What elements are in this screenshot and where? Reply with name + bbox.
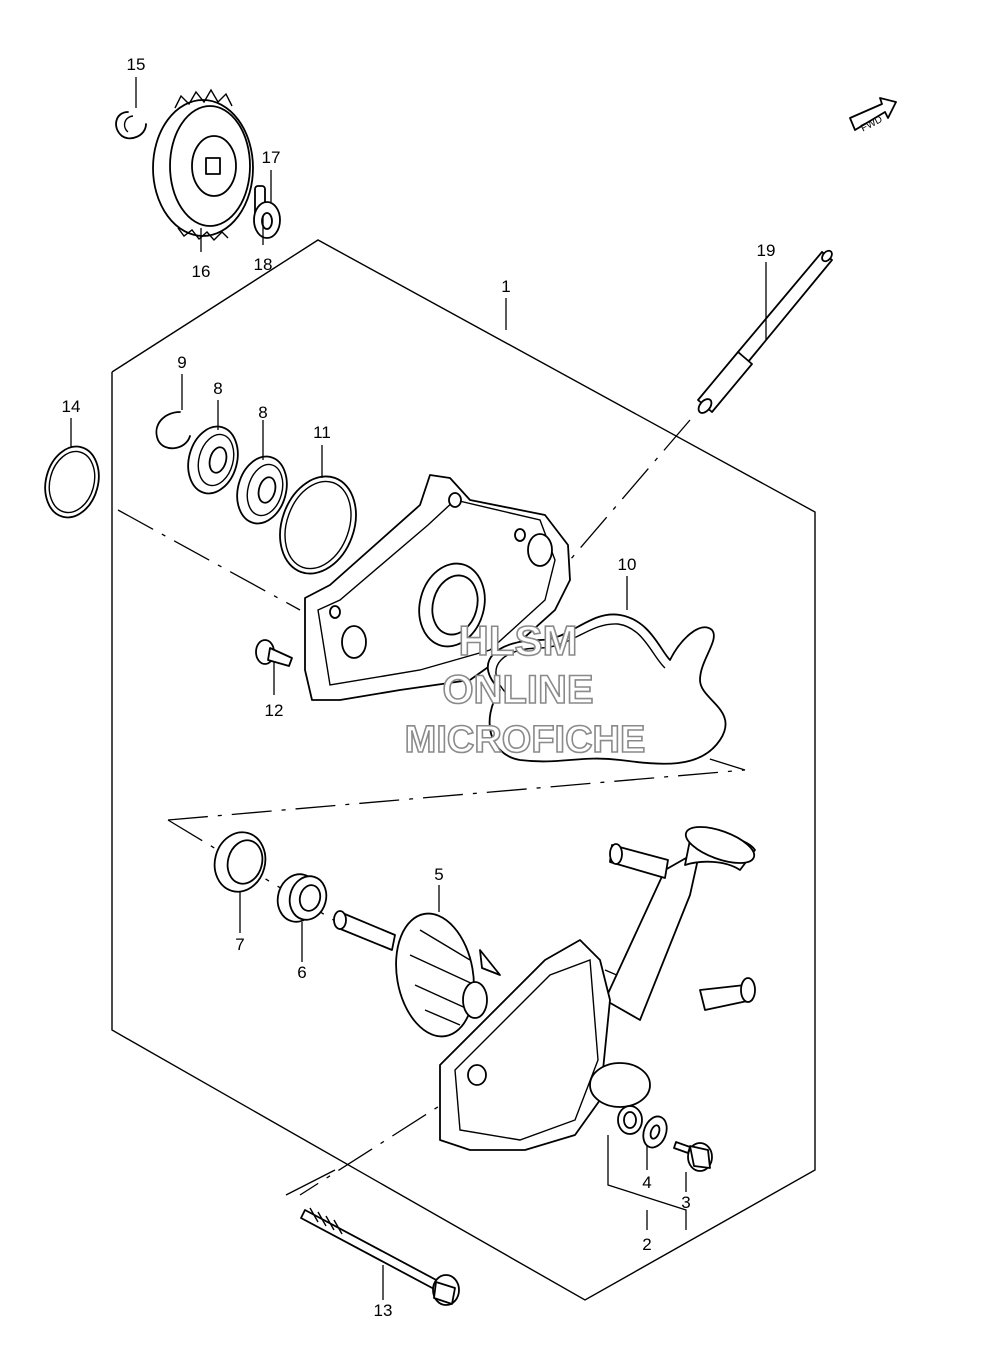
bearing-part-a [187, 425, 239, 495]
callout-14: 14 [62, 397, 81, 416]
watermark-line2: ONLINE [442, 668, 593, 712]
fwd-arrow-icon: FWD [849, 97, 897, 134]
oil-seal-part [213, 831, 267, 893]
callout-16: 16 [192, 262, 211, 281]
callout-5: 5 [434, 865, 443, 884]
callout-1: 1 [501, 277, 510, 296]
cover-bolt-part [255, 639, 293, 667]
watermark-line3: MICROFICHE [405, 719, 646, 761]
bearing-part-b [236, 455, 288, 525]
gasket-part [486, 613, 727, 765]
callout-18: 18 [254, 255, 273, 274]
o-ring-part [44, 445, 100, 519]
pump-cover-part [304, 474, 571, 701]
callout-17: 17 [262, 148, 281, 167]
callout-8b: 8 [258, 403, 267, 422]
pump-gear-part [152, 88, 254, 242]
watermark: HLSM ONLINE MICROFICHE [404, 616, 646, 762]
gasket-washer-part [642, 1115, 668, 1149]
o-ring-part-11 [279, 475, 357, 575]
callout-11: 11 [313, 423, 331, 442]
callout-6: 6 [297, 963, 306, 982]
impeller-part [333, 910, 501, 1038]
callout-19: 19 [757, 241, 776, 260]
callout-4: 4 [642, 1173, 651, 1192]
callout-7: 7 [235, 935, 244, 954]
callout-10: 10 [618, 555, 637, 574]
assembly-frame [111, 239, 816, 1301]
mechanical-seal-part [276, 873, 328, 923]
circlip-part [115, 111, 147, 140]
pump-body-part [439, 826, 756, 1151]
washer-part [253, 201, 281, 239]
watermark-line1: HLSM [459, 617, 578, 664]
callout-8a: 8 [213, 379, 222, 398]
callout-12: 12 [265, 701, 284, 720]
bearing-circlip-part [155, 411, 191, 450]
leader-lines [70, 77, 767, 1300]
callout-numbers: 1 2 3 4 5 6 7 8 8 9 10 11 12 13 14 15 16… [62, 55, 776, 1320]
callout-3: 3 [681, 1193, 690, 1212]
long-bolt-part [300, 1207, 460, 1306]
drain-bolt-part [673, 1141, 713, 1172]
callout-2: 2 [642, 1235, 651, 1254]
pipe-part [697, 249, 833, 414]
callout-15: 15 [127, 55, 146, 74]
callout-13: 13 [374, 1301, 393, 1320]
callout-9: 9 [177, 353, 186, 372]
